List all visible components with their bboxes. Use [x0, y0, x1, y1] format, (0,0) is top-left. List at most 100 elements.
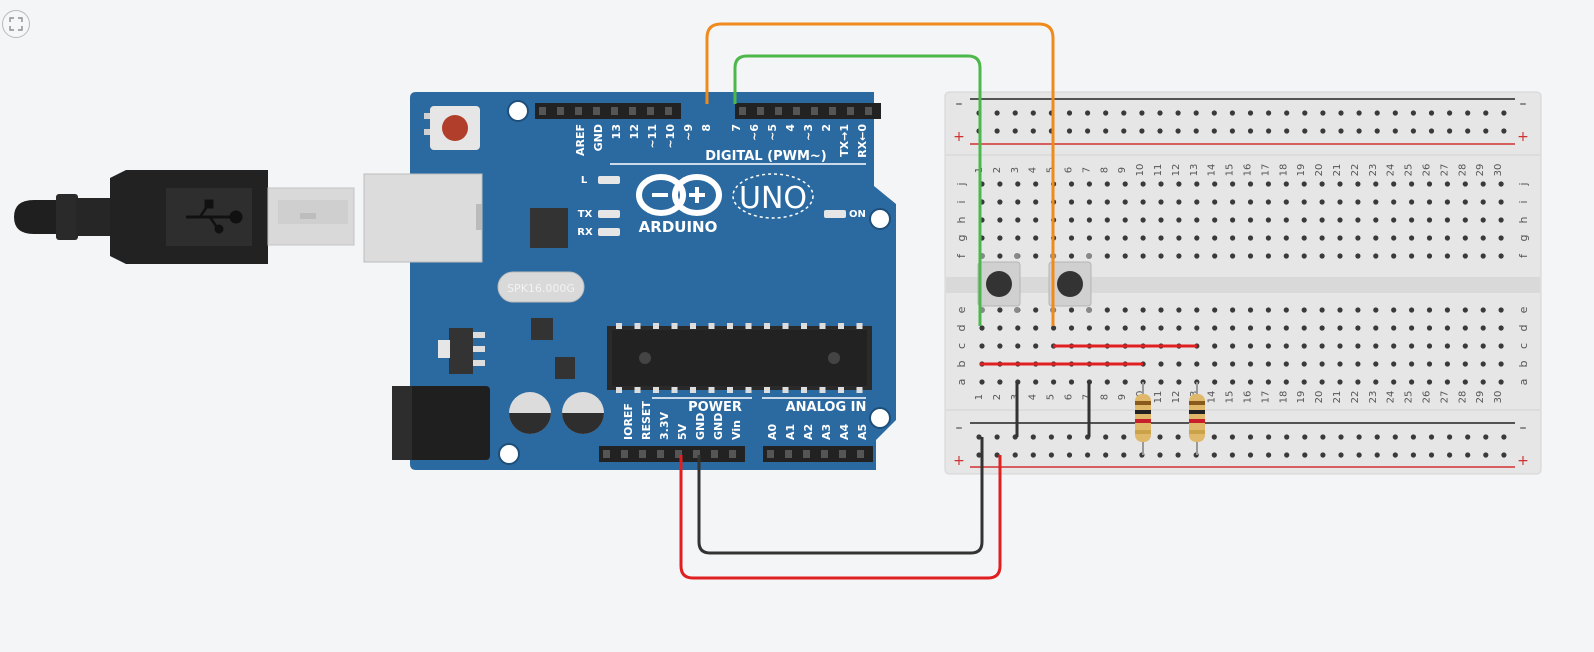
- digital-pin-label: 7: [730, 124, 743, 132]
- column-number: 21: [1332, 164, 1343, 177]
- column-number: 29: [1475, 391, 1486, 404]
- breadboard[interactable]: ––++––++ 1122334455667788991010111112121…: [944, 91, 1542, 475]
- digital-pin-label: 8: [700, 124, 713, 132]
- arduino-brand: ARDUINO: [639, 218, 718, 236]
- column-number: 25: [1404, 391, 1415, 404]
- column-number: 20: [1314, 391, 1325, 404]
- column-number: 20: [1314, 164, 1325, 177]
- column-number: 19: [1296, 164, 1307, 177]
- column-number: 23: [1368, 164, 1379, 177]
- wire-orange[interactable]: [705, 22, 1055, 326]
- pushbutton-2[interactable]: [1048, 253, 1092, 313]
- wire-green[interactable]: [733, 54, 982, 326]
- column-number: 6: [1064, 167, 1075, 173]
- row-letter: f: [955, 253, 968, 258]
- power-pin-label: 5V: [676, 423, 689, 440]
- column-number: 4: [1028, 167, 1039, 173]
- fit-to-view-button[interactable]: [2, 10, 30, 38]
- column-number: 8: [1099, 167, 1110, 173]
- column-number: 11: [1153, 164, 1164, 177]
- led-tx-label: TX: [578, 209, 593, 220]
- power-header-label: POWER: [688, 400, 742, 415]
- column-number: 18: [1278, 391, 1289, 404]
- digital-pin-label: ~9: [682, 124, 695, 141]
- arduino-uno-board[interactable]: SPK16.000G L TX RX ON ARDUINO UNO: [363, 92, 896, 470]
- row-letter: e: [1517, 306, 1530, 313]
- row-letter: i: [1517, 200, 1530, 203]
- column-number: 22: [1350, 164, 1361, 177]
- row-letter: a: [1517, 379, 1530, 386]
- reset-button[interactable]: [424, 106, 480, 150]
- row-letter: d: [1517, 325, 1530, 332]
- wire-red-5v[interactable]: [679, 455, 1002, 580]
- power-pin-label: RESET: [640, 401, 653, 440]
- wire-black-gnd[interactable]: [697, 437, 984, 555]
- power-pin-label: GND: [712, 413, 725, 440]
- column-number: 17: [1260, 164, 1271, 177]
- row-letter: j: [955, 182, 968, 186]
- column-number: 13: [1189, 164, 1200, 177]
- led-on-label: ON: [849, 209, 866, 220]
- usb-symbol-icon: [186, 199, 243, 234]
- column-number: 2: [992, 167, 1003, 173]
- digital-pin-label: ~6: [748, 124, 761, 141]
- power-pin-label: Vin: [730, 420, 743, 440]
- column-number: 25: [1404, 164, 1415, 177]
- column-number: 15: [1225, 391, 1236, 404]
- led-rx-label: RX: [577, 227, 593, 238]
- column-number: 11: [1153, 391, 1164, 404]
- column-number: 23: [1368, 391, 1379, 404]
- row-letter: g: [955, 235, 968, 242]
- crystal-label: SPK16.000G: [507, 282, 575, 295]
- digital-pin-label: 4: [784, 124, 797, 132]
- analog-pin-label: A1: [784, 424, 797, 440]
- arduino-logo-icon: [636, 174, 722, 216]
- column-number: 30: [1493, 391, 1504, 404]
- column-number: 22: [1350, 391, 1361, 404]
- analog-pin-label: A5: [856, 424, 869, 440]
- column-number: 5: [1046, 394, 1057, 400]
- analog-pin-label: A3: [820, 424, 833, 440]
- row-letter: g: [1517, 235, 1530, 242]
- digital-pin-label: ~5: [766, 124, 779, 141]
- column-number: 1: [974, 394, 985, 400]
- analog-header[interactable]: [763, 446, 873, 462]
- pushbutton-1[interactable]: [977, 253, 1021, 313]
- column-number: 28: [1457, 391, 1468, 404]
- column-number: 6: [1064, 394, 1075, 400]
- column-number: 12: [1171, 391, 1182, 404]
- column-number: 24: [1386, 391, 1397, 404]
- column-number: 5: [1046, 167, 1057, 173]
- digital-header-left[interactable]: [535, 103, 681, 119]
- column-number: 8: [1099, 394, 1110, 400]
- arduino-model: UNO: [739, 181, 807, 216]
- power-header[interactable]: [599, 446, 745, 462]
- digital-pin-label: TX→1: [838, 124, 851, 157]
- rail-polarity-label: –: [1520, 96, 1527, 112]
- column-number: 7: [1081, 167, 1092, 173]
- analog-pin-label: A2: [802, 424, 815, 440]
- analog-pin-label: A4: [838, 423, 851, 440]
- row-letter: c: [955, 343, 968, 349]
- digital-header-label: DIGITAL (PWM~): [705, 149, 826, 164]
- column-number: 21: [1332, 391, 1343, 404]
- column-number: 26: [1422, 391, 1433, 404]
- analog-header-label: ANALOG IN: [786, 400, 867, 415]
- column-number: 28: [1457, 164, 1468, 177]
- row-letter: c: [1517, 343, 1530, 349]
- rail-polarity-label: +: [953, 453, 965, 469]
- column-number: 30: [1493, 164, 1504, 177]
- column-number: 16: [1243, 164, 1254, 177]
- rail-polarity-label: +: [953, 129, 965, 145]
- rail-polarity-label: –: [1520, 420, 1527, 436]
- usb-cable[interactable]: [14, 170, 355, 264]
- row-letter: h: [1517, 216, 1530, 223]
- resistor-2[interactable]: [1189, 382, 1205, 455]
- power-pin-label: GND: [694, 413, 707, 440]
- digital-pin-label: GND: [592, 124, 605, 151]
- row-letter: j: [1517, 182, 1530, 186]
- row-letter: h: [955, 216, 968, 223]
- resistor-1[interactable]: [1135, 382, 1151, 455]
- digital-header-right[interactable]: [735, 103, 881, 119]
